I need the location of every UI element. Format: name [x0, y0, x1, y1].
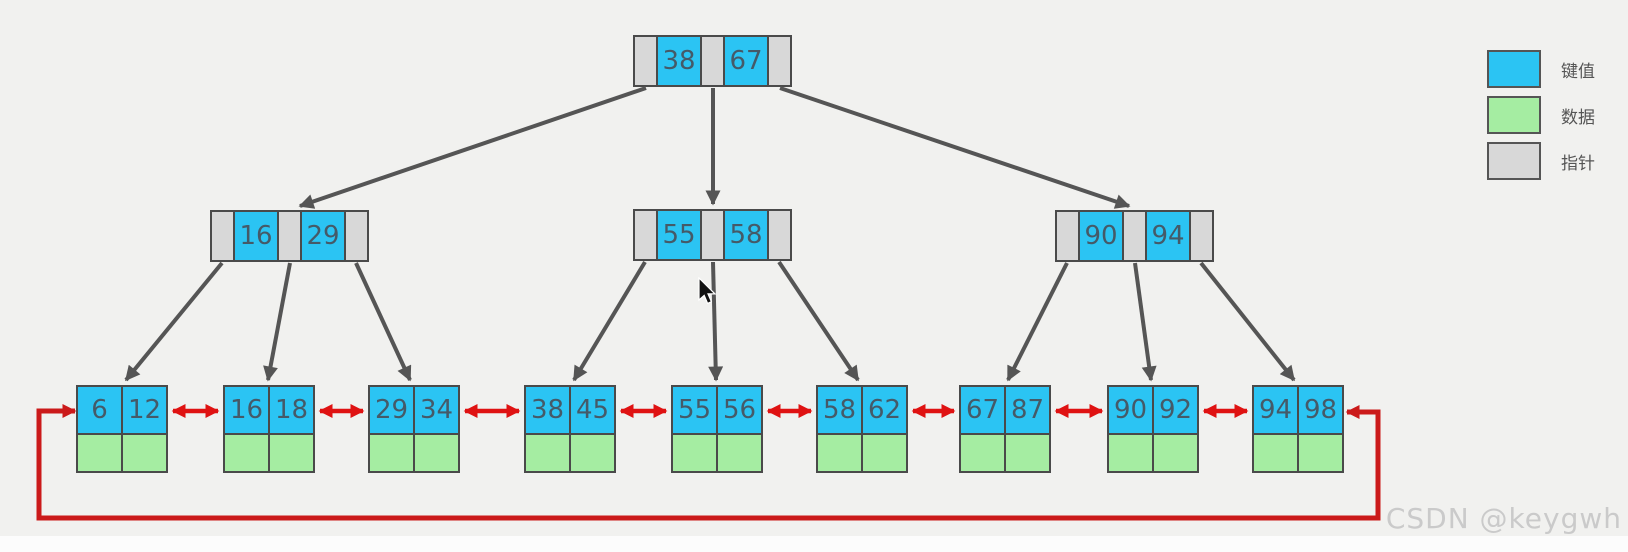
pointer-cell	[767, 209, 792, 261]
key-cell: 55	[656, 209, 702, 261]
key-cell: 12	[121, 385, 168, 435]
data-cell	[959, 433, 1006, 473]
data-cell	[1252, 433, 1299, 473]
root-node: 38 67	[633, 35, 792, 87]
data-cell	[816, 433, 863, 473]
legend-item-data: 数据	[1487, 96, 1595, 134]
key-cell: 6	[76, 385, 123, 435]
key-cell: 38	[524, 385, 571, 435]
key-cell: 58	[816, 385, 863, 435]
data-cell	[368, 433, 415, 473]
data-cell	[1297, 433, 1344, 473]
key-cell: 67	[959, 385, 1006, 435]
key-cell: 90	[1107, 385, 1154, 435]
pointer-cell	[1055, 210, 1080, 262]
key-cell: 92	[1152, 385, 1199, 435]
pointer-cell	[700, 209, 725, 261]
key-cell: 98	[1297, 385, 1344, 435]
pointer-cell	[210, 210, 235, 262]
key-cell: 87	[1004, 385, 1051, 435]
legend: 键值 数据 指针	[1487, 50, 1595, 180]
bottom-strip	[0, 536, 1628, 552]
root-child-arrows	[298, 86, 1131, 209]
mouse-cursor-icon	[698, 277, 717, 305]
pointer-cell	[767, 35, 792, 87]
data-cell	[1107, 433, 1154, 473]
data-cell	[524, 433, 571, 473]
legend-item-key: 键值	[1487, 50, 1595, 88]
pointer-cell	[633, 35, 658, 87]
key-cell: 18	[268, 385, 315, 435]
key-cell: 94	[1252, 385, 1299, 435]
watermark-text: CSDN @keygwh	[1385, 502, 1622, 535]
legend-label: 数据	[1561, 107, 1595, 128]
pointer-cell	[277, 210, 302, 262]
data-cell	[76, 433, 123, 473]
pointer-color-swatch	[1487, 142, 1541, 180]
key-cell: 67	[723, 35, 769, 87]
data-cell	[1152, 433, 1199, 473]
legend-label: 键值	[1561, 61, 1595, 82]
key-cell: 62	[861, 385, 908, 435]
pointer-cell	[1189, 210, 1214, 262]
data-cell	[268, 433, 315, 473]
pointer-cell	[633, 209, 658, 261]
key-color-swatch	[1487, 50, 1541, 88]
key-cell: 38	[656, 35, 702, 87]
key-cell: 16	[233, 210, 279, 262]
internal-node-middle: 55 58	[633, 209, 792, 261]
internal-node-right: 90 94	[1055, 210, 1214, 262]
key-cell: 94	[1145, 210, 1191, 262]
data-color-swatch	[1487, 96, 1541, 134]
key-cell: 55	[671, 385, 718, 435]
data-cell	[223, 433, 270, 473]
key-cell: 58	[723, 209, 769, 261]
key-cell: 45	[569, 385, 616, 435]
data-cell	[121, 433, 168, 473]
key-cell: 90	[1078, 210, 1124, 262]
pointer-cell	[344, 210, 369, 262]
pointer-cell	[1122, 210, 1147, 262]
key-cell: 34	[413, 385, 460, 435]
data-cell	[569, 433, 616, 473]
key-cell: 29	[368, 385, 415, 435]
key-cell: 16	[223, 385, 270, 435]
internal-node-left: 16 29	[210, 210, 369, 262]
legend-label: 指针	[1561, 153, 1595, 174]
key-cell: 56	[716, 385, 763, 435]
data-cell	[1004, 433, 1051, 473]
data-cell	[716, 433, 763, 473]
data-cell	[671, 433, 718, 473]
legend-item-pointer: 指针	[1487, 142, 1595, 180]
data-cell	[413, 433, 460, 473]
data-cell	[861, 433, 908, 473]
pointer-cell	[700, 35, 725, 87]
key-cell: 29	[300, 210, 346, 262]
